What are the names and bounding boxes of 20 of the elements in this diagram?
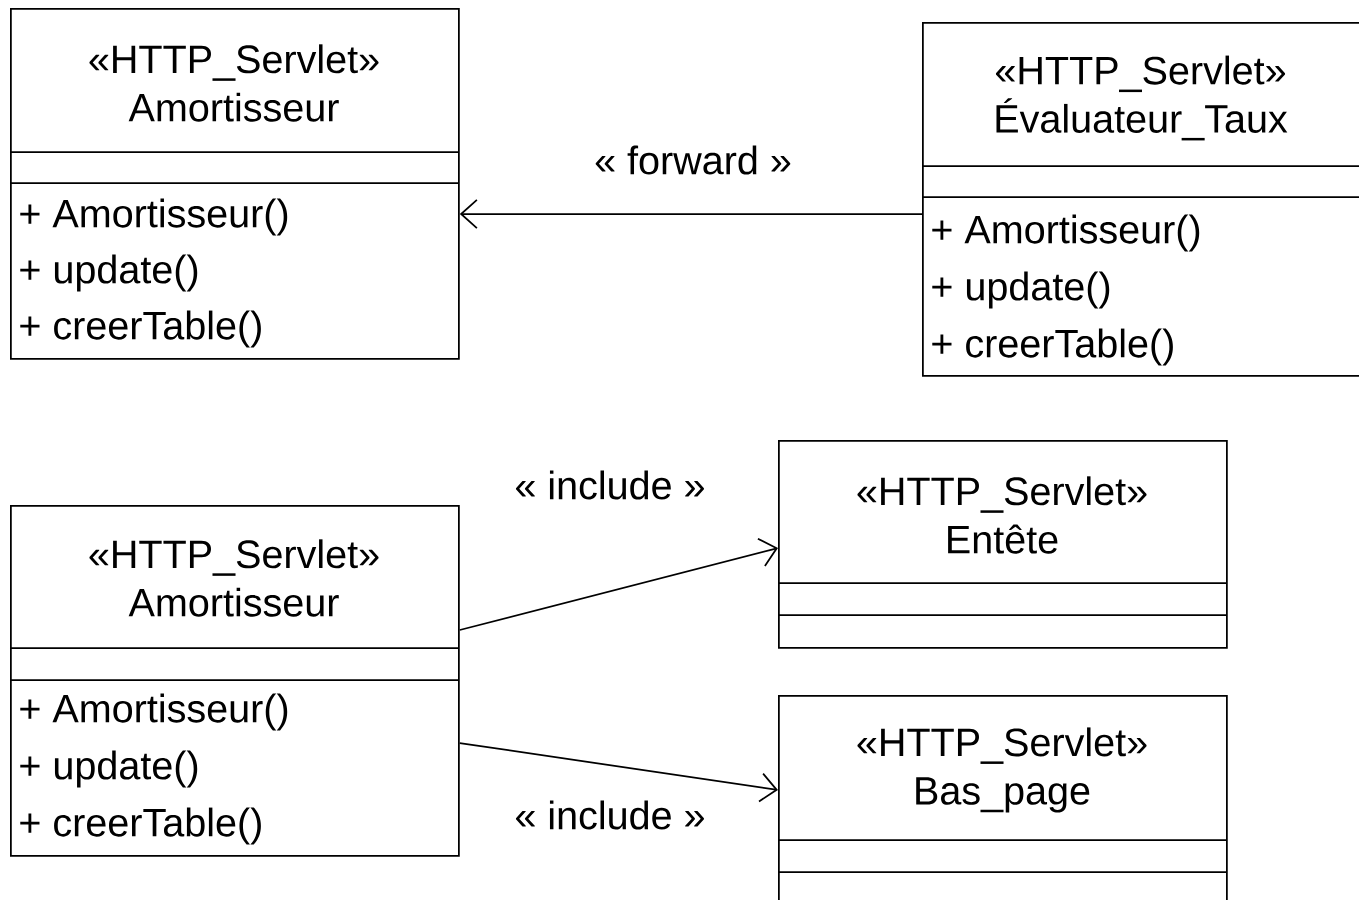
arrow xyxy=(458,742,778,803)
method-name: + creerTable() xyxy=(20,310,261,348)
method-name: + update() xyxy=(20,254,198,292)
method-name: + update() xyxy=(20,750,198,788)
arrow xyxy=(459,199,923,229)
method-name: + creerTable() xyxy=(20,807,261,845)
class-name: «HTTP_Servlet» Amortisseur xyxy=(89,539,379,617)
method-name: + update() xyxy=(932,271,1110,309)
edge-label: « include » xyxy=(510,797,710,834)
method-name: + Amortisseur() xyxy=(20,693,288,731)
arrow xyxy=(458,537,778,631)
class-name: «HTTP_Servlet» Évaluateur_Taux xyxy=(996,55,1288,141)
edge-label: « forward » xyxy=(590,141,796,179)
method-name: + Amortisseur() xyxy=(20,198,288,236)
edge-label: « include » xyxy=(510,467,710,504)
class-name: «HTTP_Servlet» Entête xyxy=(857,476,1147,554)
method-name: + creerTable() xyxy=(932,328,1173,366)
method-name: + Amortisseur() xyxy=(932,214,1200,252)
class-name: «HTTP_Servlet» Bas_page xyxy=(857,727,1147,813)
class-name: «HTTP_Servlet» Amortisseur xyxy=(89,44,379,122)
